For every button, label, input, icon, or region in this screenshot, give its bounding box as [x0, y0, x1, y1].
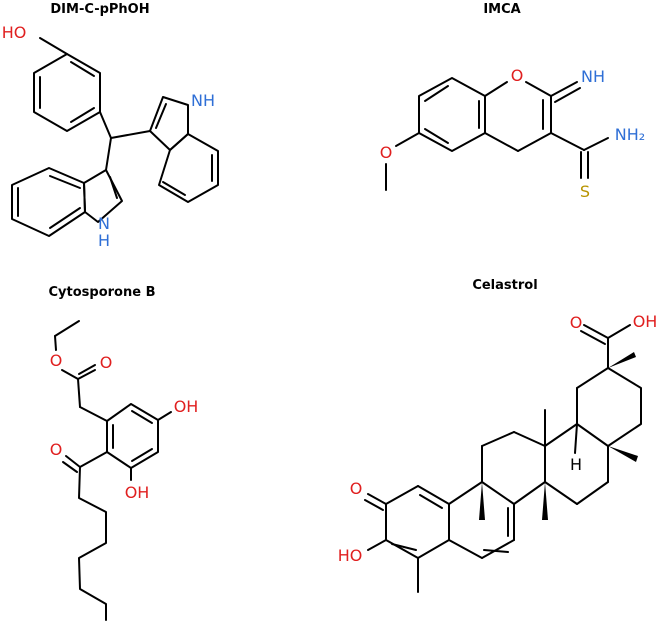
label-nh-right: NH	[191, 91, 215, 110]
molecule-imca: IMCA O NH NH₂ S O	[380, 2, 646, 201]
molecule-title-celastrol: Celastrol	[472, 278, 537, 293]
label-oh-acid-celastrol: OH	[633, 312, 658, 331]
label-o-ketone-cyto: O	[50, 440, 63, 459]
label-s-imca: S	[580, 182, 590, 201]
label-n-left: N	[98, 214, 110, 233]
molecule-dim-c-pphoh: DIM-C-pPhOH HO NH N H	[2, 2, 219, 250]
label-o-methoxy-imca: O	[380, 143, 393, 162]
label-nh2-imca: NH₂	[615, 125, 645, 144]
label-o-ring-imca: O	[511, 66, 524, 85]
label-h-left: H	[98, 231, 110, 250]
label-o-acid-celastrol: O	[570, 313, 583, 332]
label-oh-bottom-cyto: OH	[125, 483, 150, 502]
label-oh-top-cyto: OH	[174, 397, 199, 416]
molecule-celastrol: Celastrol O OH H	[338, 278, 658, 593]
label-h-celastrol: H	[570, 455, 582, 474]
molecule-title-dim: DIM-C-pPhOH	[50, 2, 149, 17]
label-ho-celastrol: HO	[338, 546, 363, 565]
molecule-title-imca: IMCA	[483, 2, 520, 17]
label-nh-imca: NH	[581, 67, 605, 86]
label-o-ester-cyto: O	[50, 351, 63, 370]
molecule-cytosporone-b: Cytosporone B O O OH OH O	[49, 285, 199, 621]
label-ho-dim: HO	[2, 23, 27, 42]
label-o-carbonyl-cyto: O	[100, 353, 113, 372]
label-o-ketone-celastrol: O	[350, 479, 363, 498]
molecule-title-cytosporone: Cytosporone B	[49, 285, 156, 300]
